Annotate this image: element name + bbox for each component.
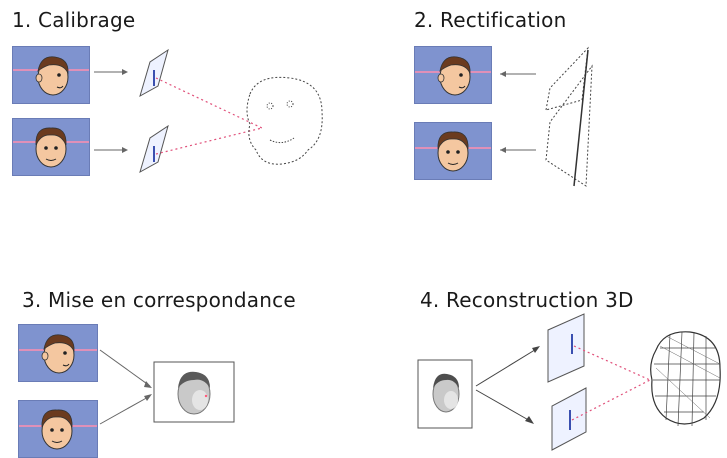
face-image-right-camera bbox=[12, 118, 90, 176]
3d-head-outline bbox=[246, 76, 323, 165]
panel-rectification: 2. Rectification bbox=[360, 0, 727, 228]
calibrage-geometry bbox=[94, 48, 323, 174]
step-title-calibrage: 1. Calibrage bbox=[12, 8, 136, 32]
matching-geometry bbox=[99, 349, 235, 425]
face-profile-icon bbox=[35, 56, 69, 96]
rectification-geometry bbox=[500, 46, 593, 187]
face-image-left-camera bbox=[414, 46, 492, 104]
face-image-right-camera bbox=[414, 122, 492, 180]
face-profile-icon bbox=[41, 334, 75, 374]
disparity-head-icon bbox=[432, 373, 460, 413]
face-front-icon bbox=[41, 409, 73, 450]
step-title-mise-en-correspondance: 3. Mise en correspondance bbox=[22, 288, 296, 312]
panel-mise-en-correspondance: 3. Mise en correspondance bbox=[0, 228, 360, 458]
rectified-plane-bottom bbox=[545, 64, 593, 187]
panel-calibrage: 1. Calibrage bbox=[0, 0, 360, 228]
face-image-left-camera bbox=[18, 324, 98, 382]
face-image-right-camera bbox=[18, 400, 98, 458]
image-plane-top bbox=[547, 313, 585, 383]
step-title-reconstruction-3d: 4. Reconstruction 3D bbox=[420, 288, 634, 312]
face-profile-icon bbox=[437, 56, 471, 96]
face-front-icon bbox=[437, 131, 469, 172]
step-title-rectification: 2. Rectification bbox=[414, 8, 567, 32]
disparity-head-icon bbox=[177, 371, 211, 415]
face-front-icon bbox=[35, 127, 67, 168]
panel-reconstruction-3d: 4. Reconstruction 3D bbox=[360, 228, 727, 456]
face-image-left-camera bbox=[12, 46, 90, 104]
3d-mesh-head bbox=[650, 331, 721, 427]
reconstruction-geometry bbox=[417, 313, 721, 451]
rectified-plane-top bbox=[545, 46, 589, 111]
